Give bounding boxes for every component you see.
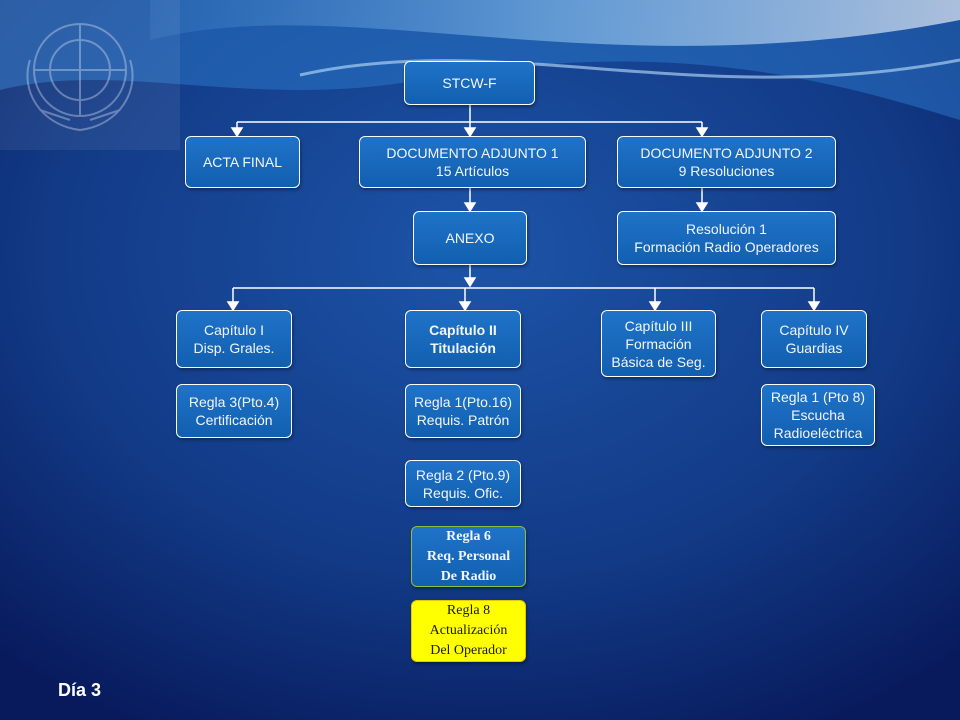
node-cap4-line-1: Capítulo IV xyxy=(779,322,849,338)
node-cap4-line-2: Guardias xyxy=(785,340,843,356)
node-stcw-f-line-1: STCW-F xyxy=(442,75,497,91)
node-res1-line-2: Formación Radio Operadores xyxy=(634,239,819,255)
day-label: Día 3 xyxy=(58,680,102,700)
node-cap3-line-3: Básica de Seg. xyxy=(611,353,706,370)
node-regla-3: Regla 3(Pto.4) Certificación xyxy=(176,384,292,438)
node-cap3-line-1: Capítulo III xyxy=(624,317,693,334)
node-regla1b-line-1: Regla 1 (Pto 8) xyxy=(770,389,866,405)
node-regla6-line-3: De Radio xyxy=(440,568,497,584)
node-regla1b-line-3: Radioeléctrica xyxy=(773,425,863,441)
node-capitulo-2: Capítulo II Titulación xyxy=(405,310,521,368)
node-regla6-line-1: Regla 6 xyxy=(446,528,491,544)
node-cap3-line-2: Formación xyxy=(625,335,692,352)
node-regla-2: Regla 2 (Pto.9) Requis. Ofic. xyxy=(405,460,521,507)
node-adj1-line-2: 15 Artículos xyxy=(435,163,510,179)
node-regla8-line-3: Del Operador xyxy=(430,643,507,658)
node-regla8-line-2: Actualización xyxy=(429,623,508,638)
node-regla1a-line-2: Requis. Patrón xyxy=(416,412,510,428)
node-regla-1-escucha: Regla 1 (Pto 8) Escucha Radioeléctrica xyxy=(761,384,875,446)
node-cap1-line-1: Capítulo I xyxy=(204,322,264,338)
node-regla2-line-1: Regla 2 (Pto.9) xyxy=(415,466,511,483)
node-stcw-f: STCW-F xyxy=(404,61,535,105)
node-documento-adjunto-2: DOCUMENTO ADJUNTO 2 9 Resoluciones xyxy=(617,136,836,188)
node-regla-6: Regla 6 Req. Personal De Radio xyxy=(411,526,526,587)
node-regla3-line-2: Certificación xyxy=(195,412,273,428)
node-acta-final: ACTA FINAL xyxy=(185,136,300,188)
node-regla3-line-1: Regla 3(Pto.4) xyxy=(188,394,280,410)
node-regla-1-patron: Regla 1(Pto.16) Requis. Patrón xyxy=(405,384,521,438)
node-regla8-line-1: Regla 8 xyxy=(446,603,491,618)
node-regla1a-line-1: Regla 1(Pto.16) xyxy=(413,394,513,410)
node-regla1b-line-2: Escucha xyxy=(791,407,845,423)
node-adj1-line-1: DOCUMENTO ADJUNTO 1 xyxy=(386,145,559,161)
node-res1-line-1: Resolución 1 xyxy=(686,221,767,237)
node-cap2-line-2: Titulación xyxy=(430,340,496,356)
node-regla2-line-2: Requis. Ofic. xyxy=(422,484,504,501)
node-capitulo-3: Capítulo III Formación Básica de Seg. xyxy=(601,310,716,377)
node-anexo: ANEXO xyxy=(413,211,527,265)
node-cap1-line-2: Disp. Grales. xyxy=(193,340,275,356)
node-regla-8: Regla 8 Actualización Del Operador xyxy=(411,600,526,662)
node-cap2-line-1: Capítulo II xyxy=(429,322,497,338)
node-capitulo-4: Capítulo IV Guardias xyxy=(761,310,867,368)
node-capitulo-1: Capítulo I Disp. Grales. xyxy=(176,310,292,368)
node-anexo-line-1: ANEXO xyxy=(445,230,495,246)
node-documento-adjunto-1: DOCUMENTO ADJUNTO 1 15 Artículos xyxy=(359,136,586,188)
node-acta-final-line-1: ACTA FINAL xyxy=(202,154,283,170)
node-resolucion-1: Resolución 1 Formación Radio Operadores xyxy=(617,211,836,265)
un-emblem-icon xyxy=(26,23,134,132)
node-adj2-line-2: 9 Resoluciones xyxy=(678,163,775,179)
node-adj2-line-1: DOCUMENTO ADJUNTO 2 xyxy=(640,145,813,161)
node-regla6-line-2: Req. Personal xyxy=(426,548,511,564)
